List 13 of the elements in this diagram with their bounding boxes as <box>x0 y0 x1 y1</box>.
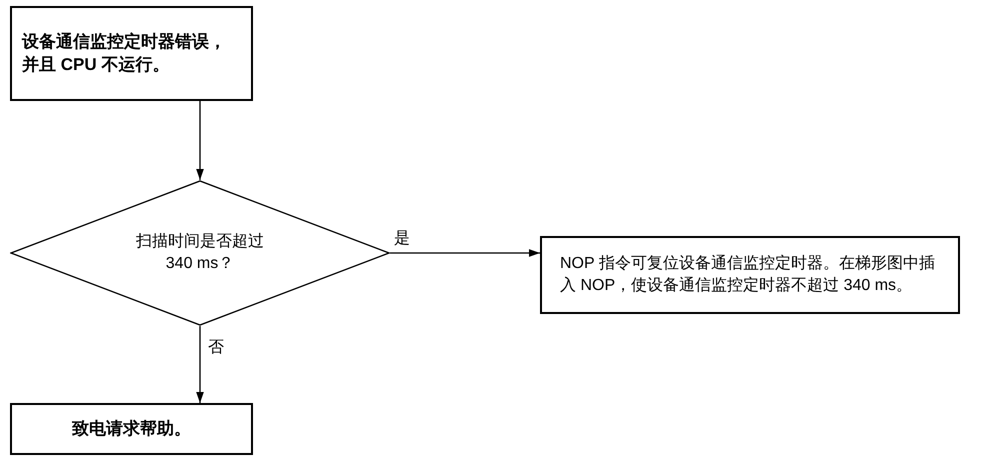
arrow <box>196 326 204 403</box>
arrow <box>196 101 204 180</box>
node-text: 扫描时间是否超过 340 ms？ <box>135 232 265 274</box>
node-text: 设备通信监控定时器错误，并且 CPU 不运行。 <box>22 30 227 76</box>
edge-label: 否 <box>208 340 224 356</box>
decision-diamond <box>10 180 390 326</box>
node-text: NOP 指令可复位设备通信监控定时器。在梯形图中插入 NOP，使设备通信监控定时器不超过 340 ms。 <box>560 254 936 296</box>
process-box <box>10 403 253 455</box>
process-box <box>10 6 253 101</box>
edge-label: 是 <box>394 231 410 247</box>
arrow <box>390 249 540 257</box>
node-text: 致电请求帮助。 <box>72 418 191 440</box>
process-box <box>540 236 960 314</box>
